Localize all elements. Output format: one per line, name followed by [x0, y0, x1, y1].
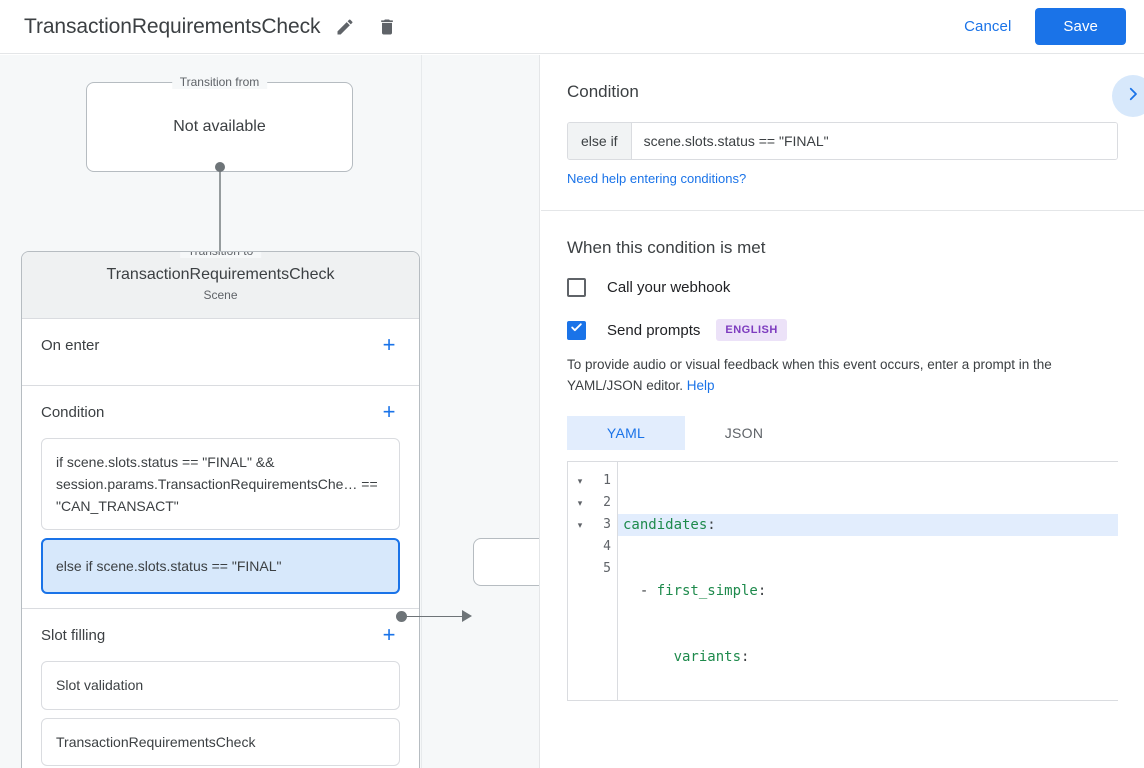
save-button[interactable]: Save	[1035, 8, 1126, 45]
prompts-hint-text: To provide audio or visual feedback when…	[567, 355, 1118, 396]
code-colon: :	[741, 649, 749, 665]
editor-format-tabs: YAML JSON	[567, 416, 1118, 450]
checkmark-icon	[570, 321, 583, 339]
line-number: 2	[592, 492, 611, 514]
condition-expression-input[interactable]	[632, 123, 1117, 159]
target-node-card[interactable]	[473, 538, 540, 586]
details-panel: Condition else if Need help entering con…	[541, 55, 1144, 768]
transition-from-card[interactable]: Transition from Not available	[86, 82, 353, 172]
transition-to-card[interactable]: Transition to TransactionRequirementsChe…	[21, 251, 420, 768]
scene-name: TransactionRequirementsCheck	[22, 266, 419, 284]
code-indent	[623, 649, 674, 665]
chevron-right-icon	[1124, 85, 1142, 108]
section-on-enter-title: On enter	[41, 337, 99, 354]
code-key: first_simple	[657, 583, 758, 599]
slot-filling-item[interactable]: TransactionRequirementsCheck	[41, 718, 400, 766]
code-indent	[623, 583, 640, 599]
section-slot-filling-header: Slot filling +	[41, 609, 400, 661]
pencil-icon	[335, 17, 355, 37]
transition-from-value: Not available	[87, 83, 352, 171]
code-key: variants	[674, 649, 741, 665]
fold-toggle[interactable]: ▾	[568, 492, 592, 514]
tab-json[interactable]: JSON	[685, 416, 803, 450]
condition-connector-arrow	[462, 610, 472, 622]
code-line[interactable]: - first_simple:	[618, 580, 1118, 602]
condition-operator-label: else if	[568, 123, 632, 159]
page-title: TransactionRequirementsCheck	[24, 15, 320, 39]
section-condition-header: Condition +	[41, 386, 400, 438]
condition-expression-row: else if	[567, 122, 1118, 160]
code-key: candidates	[623, 517, 707, 533]
slot-filling-item[interactable]: Slot validation	[41, 661, 400, 709]
send-prompts-label: Send prompts	[607, 322, 700, 339]
webhook-checkbox-row[interactable]: Call your webhook	[567, 278, 1118, 297]
add-slot-filling-button[interactable]: +	[378, 624, 400, 646]
delete-button[interactable]	[370, 10, 404, 44]
fold-toggle[interactable]: ▾	[568, 514, 592, 536]
transition-to-legend: Transition to	[180, 251, 262, 258]
code-dash: -	[640, 583, 657, 599]
editor-fold-gutter: ▾ ▾ ▾	[568, 462, 592, 700]
flow-canvas[interactable]: Transition from Not available Transition…	[0, 55, 540, 768]
prompt-code-editor[interactable]: ▾ ▾ ▾ 1 2 3 4 5 candidates: - first_simp…	[567, 461, 1118, 701]
code-line[interactable]: candidates:	[618, 514, 1118, 536]
code-line[interactable]: variants:	[618, 646, 1118, 668]
editor-code-area[interactable]: candidates: - first_simple: variants: - …	[618, 462, 1118, 700]
app-header: TransactionRequirementsCheck Cancel Save	[0, 0, 1144, 54]
prompts-hint-body: To provide audio or visual feedback when…	[567, 357, 1052, 393]
section-condition-title: Condition	[41, 404, 104, 421]
section-slot-filling-title: Slot filling	[41, 627, 105, 644]
canvas-gridline	[421, 55, 422, 768]
line-number: 4	[592, 536, 611, 558]
condition-connector-line	[406, 616, 466, 617]
webhook-checkbox[interactable]	[567, 278, 586, 297]
scene-type: Scene	[22, 288, 419, 302]
condition-help-link[interactable]: Need help entering conditions?	[567, 171, 746, 186]
condition-item[interactable]: if scene.slots.status == "FINAL" && sess…	[41, 438, 400, 530]
section-on-enter-header: On enter +	[41, 319, 400, 371]
add-on-enter-button[interactable]: +	[378, 334, 400, 356]
panel-when-met-heading: When this condition is met	[567, 211, 1118, 258]
section-slot-filling: Slot filling + Slot validation Transacti…	[22, 609, 419, 768]
editor-line-numbers: 1 2 3 4 5	[592, 462, 618, 700]
tab-yaml[interactable]: YAML	[567, 416, 685, 450]
prompts-help-link[interactable]: Help	[687, 378, 715, 393]
trash-icon	[377, 17, 397, 37]
section-condition: Condition + if scene.slots.status == "FI…	[22, 386, 419, 609]
webhook-checkbox-label: Call your webhook	[607, 279, 730, 296]
panel-condition-section: Condition else if Need help entering con…	[541, 55, 1144, 188]
fold-toggle[interactable]: ▾	[568, 470, 592, 492]
cancel-button[interactable]: Cancel	[950, 10, 1025, 43]
condition-item-selected[interactable]: else if scene.slots.status == "FINAL"	[41, 538, 400, 594]
code-colon: :	[758, 583, 766, 599]
line-number: 1	[592, 470, 611, 492]
line-number: 3	[592, 514, 611, 536]
send-prompts-checkbox[interactable]	[567, 321, 586, 340]
scene-card-header: TransactionRequirementsCheck Scene	[22, 252, 419, 319]
line-number: 5	[592, 558, 611, 580]
edit-button[interactable]	[328, 10, 362, 44]
panel-condition-heading: Condition	[567, 55, 1118, 102]
section-on-enter: On enter +	[22, 319, 419, 386]
add-condition-button[interactable]: +	[378, 401, 400, 423]
transition-from-legend: Transition from	[172, 75, 268, 89]
language-badge: ENGLISH	[716, 319, 786, 341]
send-prompts-checkbox-row[interactable]: Send prompts ENGLISH	[567, 319, 1118, 341]
code-colon: :	[707, 517, 715, 533]
panel-when-met-section: When this condition is met Call your web…	[541, 211, 1144, 701]
